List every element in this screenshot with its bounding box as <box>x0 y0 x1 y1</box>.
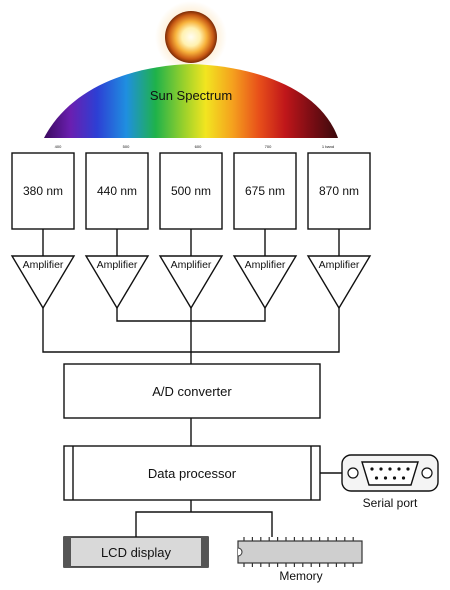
adc-label: A/D converter <box>152 384 232 399</box>
spectrum-ticks: 400 500 600 700 1 band <box>55 144 334 149</box>
amplifier-triangle <box>232 255 298 310</box>
sensor-box <box>85 152 149 230</box>
sensor-label: 380 nm <box>23 184 63 198</box>
sensor-box <box>159 152 223 230</box>
amplifier-label: Amplifier <box>245 259 286 271</box>
sensor-row: 380 nm 440 nm 500 nm 675 nm 870 nm <box>11 152 371 230</box>
spectrum-tick: 700 <box>265 144 272 149</box>
memory-chip-icon <box>237 537 363 567</box>
amplifier-triangle <box>158 255 224 310</box>
amplifier-label: Amplifier <box>23 259 64 271</box>
spectrum-tick: 400 <box>55 144 62 149</box>
sensor-label: 870 nm <box>319 184 359 198</box>
spectrum-title: Sun Spectrum <box>150 88 232 103</box>
amplifier-triangle <box>84 255 150 310</box>
sensor-box <box>11 152 75 230</box>
amplifier-label: Amplifier <box>97 259 138 271</box>
amplifier-bus-wires <box>42 308 340 364</box>
processor-output-wires <box>135 500 273 537</box>
adc-box <box>63 363 321 419</box>
lcd-display-box <box>63 536 209 568</box>
amplifier-label: Amplifier <box>171 259 212 271</box>
spectrum-tick: 1 band <box>322 144 334 149</box>
sensor-label: 440 nm <box>97 184 137 198</box>
spectrum-tick: 500 <box>123 144 130 149</box>
data-processor-box <box>63 445 321 501</box>
spectrum-tick: 600 <box>195 144 202 149</box>
memory-label: Memory <box>279 569 322 583</box>
sensor-label: 675 nm <box>245 184 285 198</box>
sensor-box <box>233 152 297 230</box>
amplifier-triangle <box>10 255 76 310</box>
amplifier-row: Amplifier Amplifier Amplifier Amplifier … <box>10 255 372 310</box>
amplifier-label: Amplifier <box>319 259 360 271</box>
sun-icon <box>155 1 227 73</box>
amplifier-triangle <box>306 255 372 310</box>
serial-port-label: Serial port <box>363 496 418 510</box>
lcd-display-label: LCD display <box>101 545 172 560</box>
sensor-amp-wires <box>42 229 340 256</box>
serial-port-icon <box>341 454 439 492</box>
sensor-label: 500 nm <box>171 184 211 198</box>
data-processor-label: Data processor <box>148 466 237 481</box>
spectrum-band <box>44 64 338 138</box>
